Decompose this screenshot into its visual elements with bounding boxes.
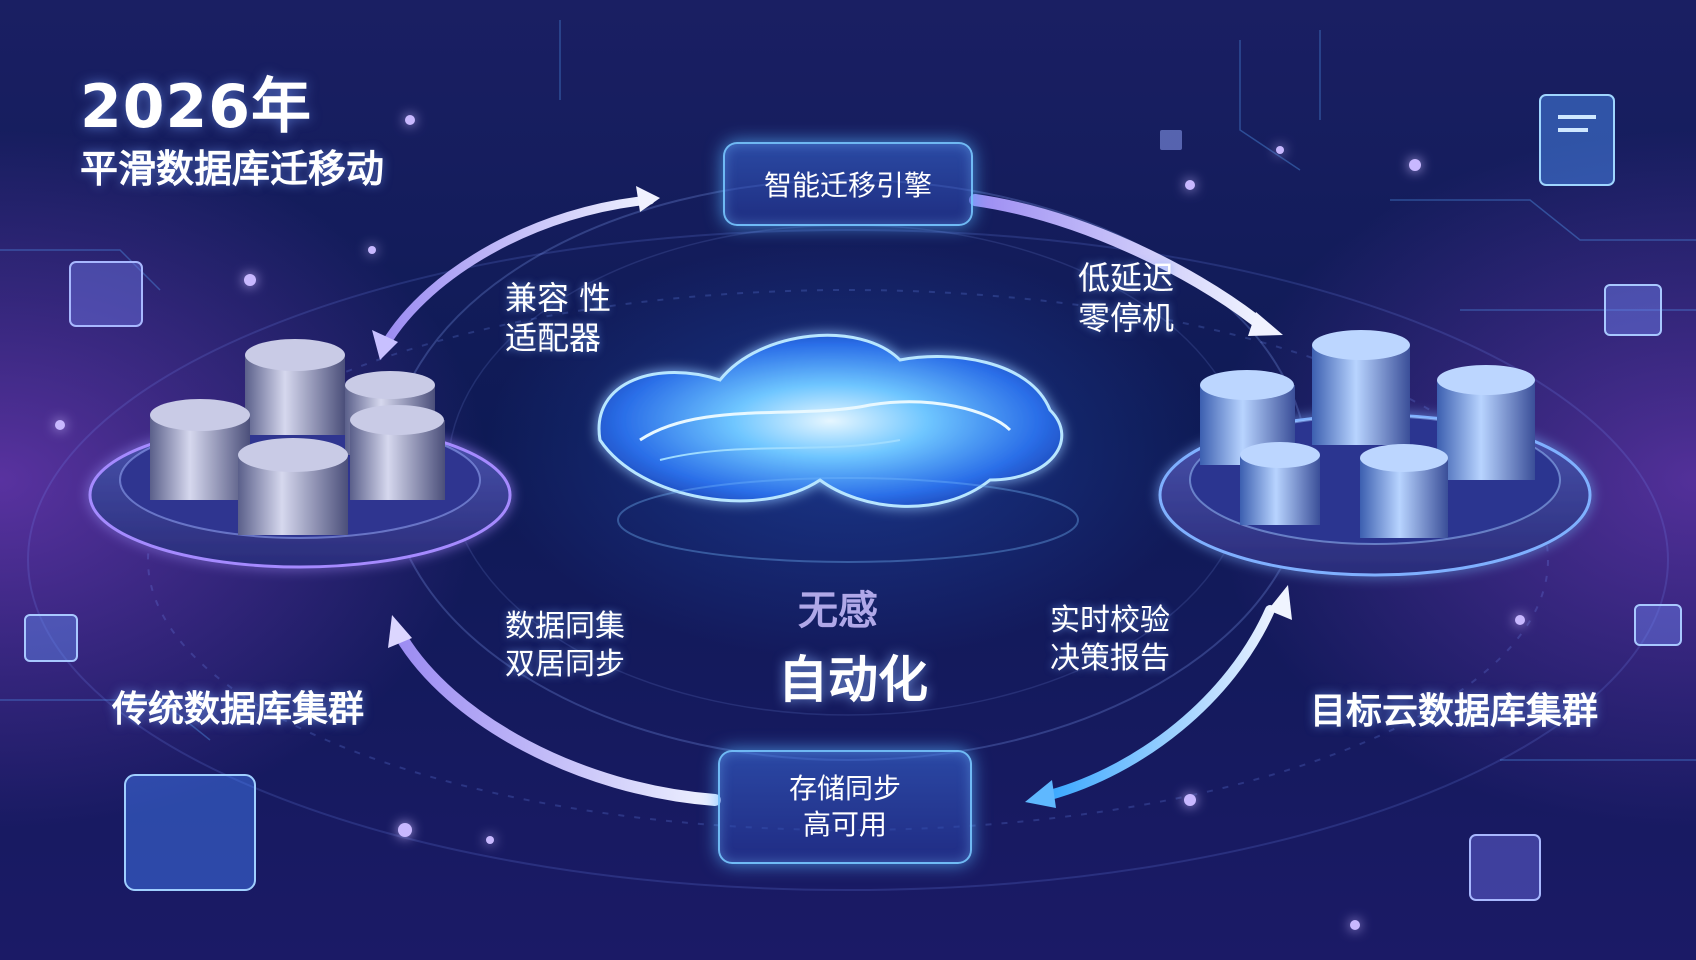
sync-line-1: 数据同集 [505, 609, 625, 644]
target-cluster-label: 目标云数据库集群 [1310, 691, 1599, 732]
sync-line-2: 双居同步 [505, 646, 625, 682]
center-top-text: 无感 [798, 588, 878, 634]
page-title: 2026年 [80, 72, 312, 142]
sync-ha-line-1: 存储同步 [788, 771, 901, 805]
latency-line-2: 零停机 [1078, 299, 1175, 337]
cube-icon [24, 94, 1682, 901]
database-icon [1200, 330, 1535, 538]
sync-ha-box: 存储同步 高可用 [718, 750, 972, 864]
center-main-text: 自动化 [778, 651, 928, 709]
arrow-head [372, 186, 1292, 808]
verify-label: 实时校验 决策报告 [1050, 602, 1170, 677]
sparkle-dots [55, 115, 1525, 930]
latency-line-1: 低延迟 [1078, 259, 1175, 297]
compat-line-2: 适配器 [505, 319, 602, 357]
verify-line-2: 决策报告 [1050, 640, 1170, 676]
sync-label: 数据同集 双居同步 [505, 608, 625, 683]
circuit-lines [0, 20, 1696, 761]
arrow-icon [380, 194, 1275, 806]
sync-ha-line-2: 高可用 [802, 808, 887, 841]
latency-label: 低延迟 零停机 [1078, 258, 1174, 338]
page-subtitle: 平滑数据库迁移动 [80, 147, 385, 191]
database-icon [150, 339, 445, 535]
cloud-icon [597, 333, 1064, 508]
engine-label: 智能迁移引擎 [763, 169, 932, 202]
source-cluster-label: 传统数据库集群 [112, 689, 365, 730]
engine-box: 智能迁移引擎 [723, 142, 973, 226]
verify-line-1: 实时校验 [1050, 603, 1170, 638]
compat-label: 兼容 性 适配器 [505, 278, 611, 358]
compat-line-1: 兼容 性 [505, 279, 612, 317]
